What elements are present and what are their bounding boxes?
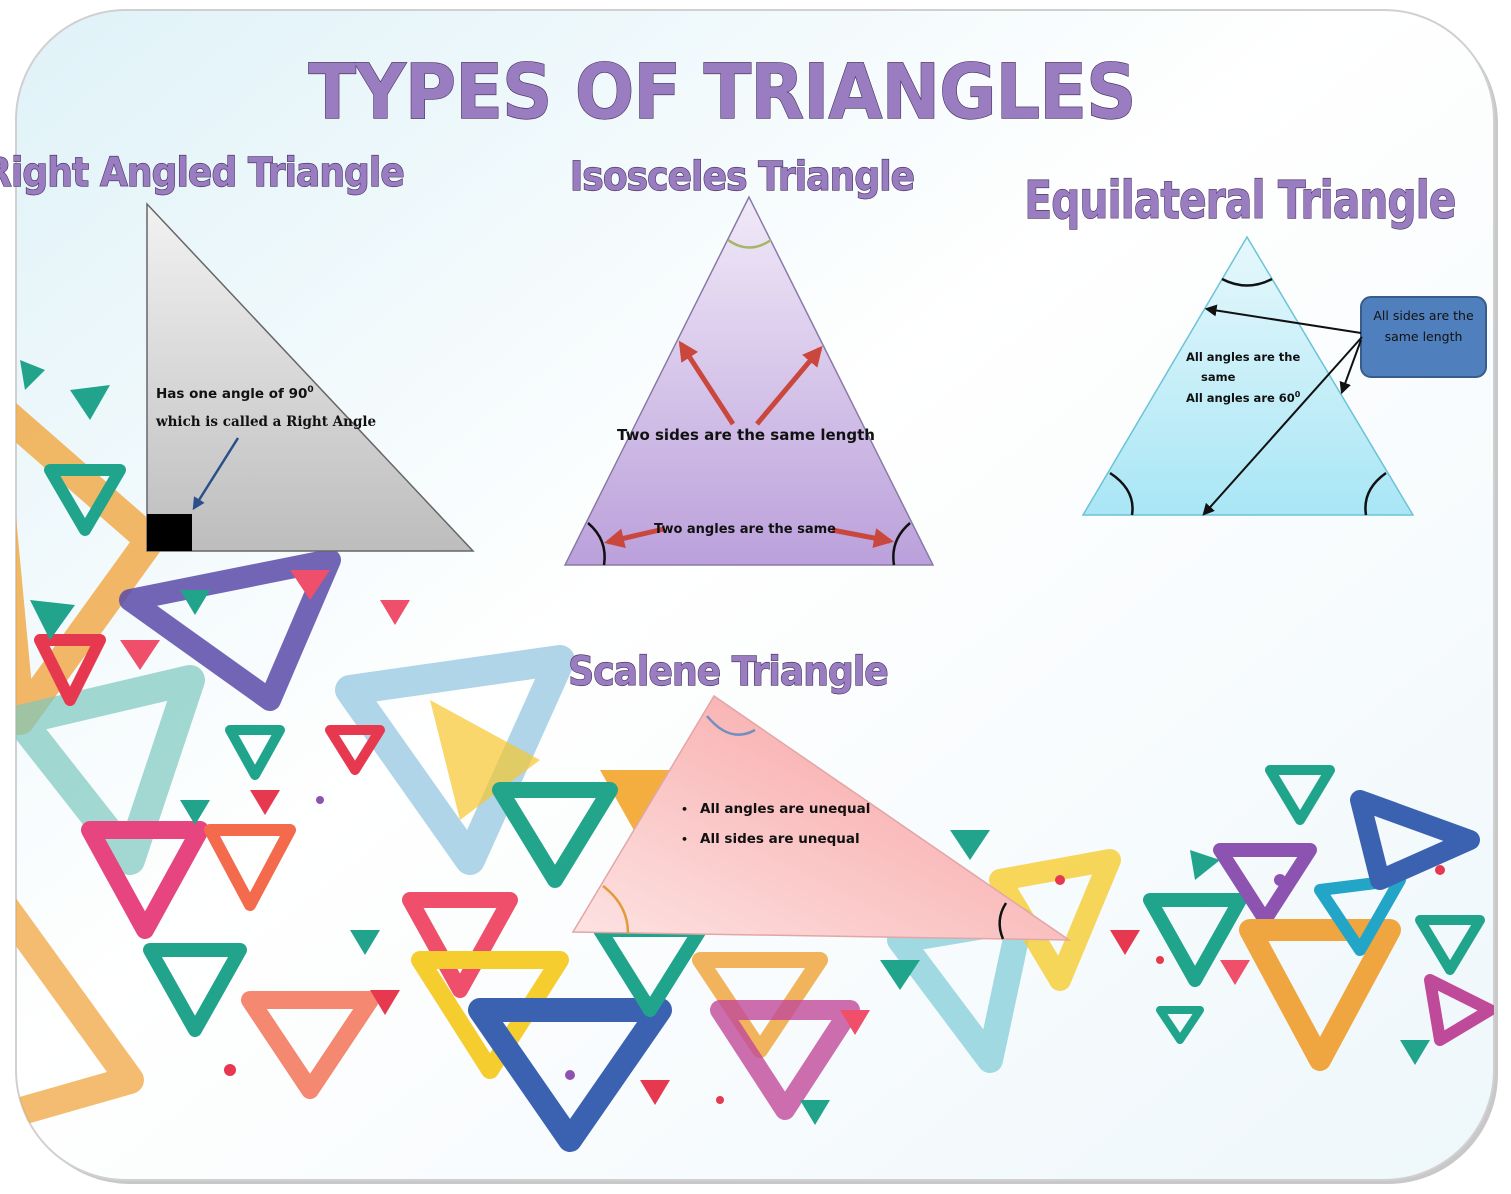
arrow-icon	[678, 340, 736, 426]
isosceles-top-angle-arc	[727, 238, 772, 249]
arrow-icon	[1202, 336, 1363, 516]
equilateral-angles-line2: same	[1201, 370, 1236, 384]
scalene-triangle	[571, 694, 1072, 941]
scalene-right-angle-arc	[998, 902, 1008, 940]
equilateral-right-angle-arc	[1364, 471, 1387, 516]
isosceles-right-angle-arc	[892, 522, 911, 566]
right-angle-note-line2: which is called a Right Angle	[155, 414, 376, 430]
isosceles-heading: Isosceles Triangle	[570, 153, 914, 199]
scalene-left-angle-arc	[602, 885, 630, 934]
equilateral-top-angle-arc	[1221, 277, 1273, 287]
arrow-icon	[1204, 304, 1362, 334]
arrow-icon	[604, 526, 665, 549]
equilateral-angles-line1: All angles are the	[1186, 350, 1300, 364]
degree-superscript: 0	[1295, 390, 1301, 399]
equilateral-triangle	[1081, 235, 1415, 516]
degree-superscript: 0	[307, 385, 313, 395]
page-title: TYPES OF TRIANGLES	[308, 48, 1135, 136]
isosceles-sides-note: Two sides are the same length	[617, 426, 875, 444]
equilateral-angles-line3: All angles are 600	[1186, 390, 1301, 405]
decorative-triangle-background	[16, 360, 1494, 1152]
right-angled-heading: Right Angled Triangle	[0, 149, 404, 195]
arrow-icon	[831, 527, 894, 548]
bullet-symbol: •	[681, 833, 688, 846]
arrow-icon	[755, 345, 823, 426]
right-angle-marker	[147, 514, 192, 551]
scalene-bullet-2: All sides are unequal	[700, 831, 860, 847]
bullet-symbol: •	[681, 803, 688, 816]
arrow-icon	[1339, 339, 1362, 395]
isosceles-left-angle-arc	[587, 522, 606, 566]
scalene-top-angle-arc	[706, 715, 756, 736]
arrow-icon	[192, 437, 240, 511]
right-angle-note-line1: Has one angle of 900	[156, 385, 314, 402]
scalene-bullet-1: All angles are unequal	[700, 801, 870, 817]
isosceles-triangle	[563, 195, 935, 566]
right-angled-triangle	[146, 202, 475, 552]
scalene-heading: Scalene Triangle	[568, 648, 888, 694]
equilateral-left-angle-arc	[1109, 471, 1134, 516]
isosceles-angles-note: Two angles are the same	[654, 522, 836, 537]
equilateral-heading: Equilateral Triangle	[1024, 170, 1455, 230]
callout-text: All sides are the same length	[1373, 308, 1474, 344]
